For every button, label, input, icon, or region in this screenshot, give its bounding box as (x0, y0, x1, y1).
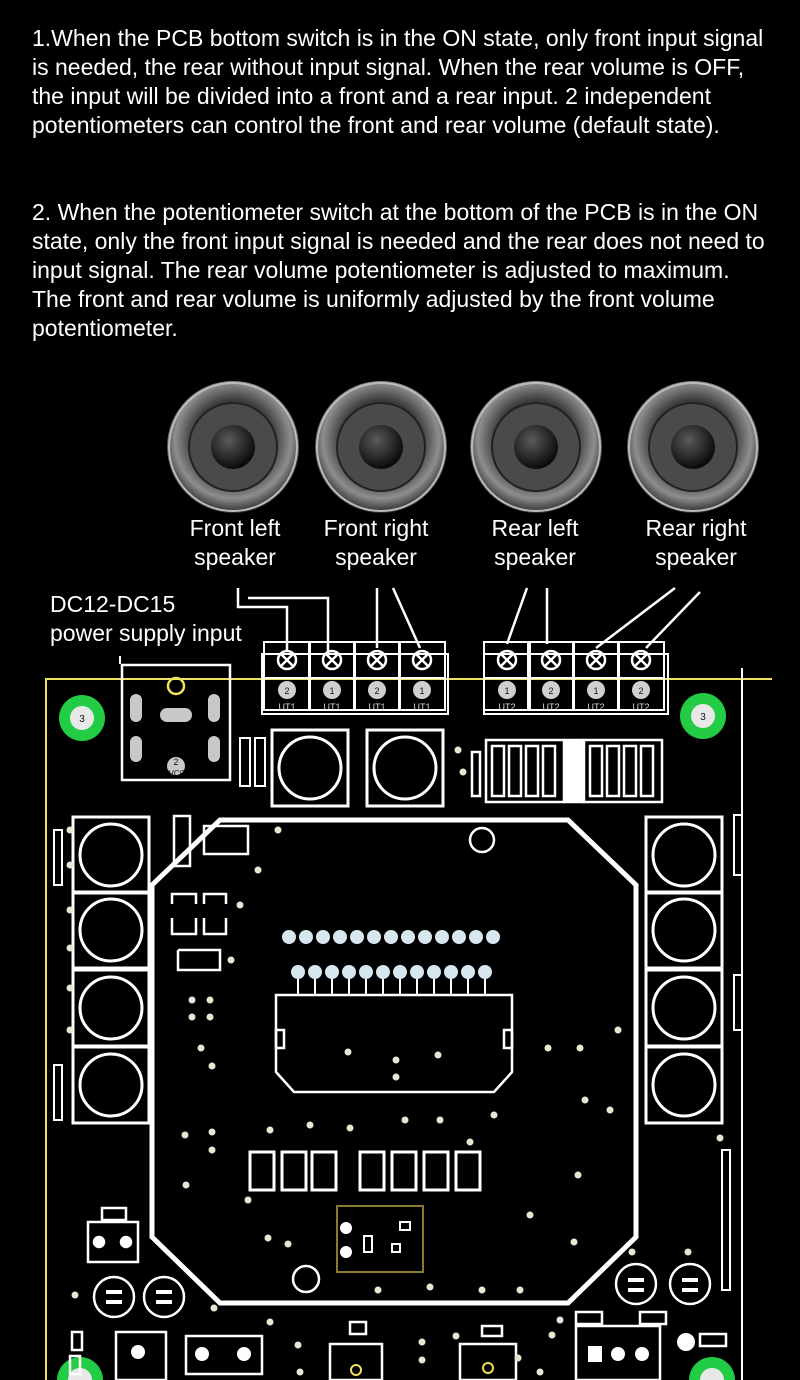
speaker-front-left-icon (166, 380, 300, 514)
via-dots (66, 746, 724, 1376)
terminal-pin-3: 2 (374, 686, 379, 696)
label-rear-right-speaker: Rear right speaker (645, 515, 747, 570)
terminal-name-2: UT1 (323, 702, 340, 712)
output-terminal-block-rear (482, 640, 669, 715)
capacitor-row-top (270, 728, 445, 808)
terminal-pin-6: 2 (548, 686, 553, 696)
power-net-label: VCC (169, 769, 186, 778)
speaker-rear-left-icon (469, 380, 603, 514)
silkscreen-segments (248, 1150, 482, 1192)
power-pin-label: 2 (173, 757, 178, 767)
volume-mode-switch (336, 1205, 424, 1273)
label-power-supply-input: DC12-DC15 power supply input (50, 591, 242, 646)
terminal-name-1: UT1 (278, 702, 295, 712)
svg-text:3: 3 (700, 712, 706, 723)
amplifier-ic-chip (274, 993, 514, 1094)
pcb-wiring-diagram: 2 1 2 1 1 2 1 2 UT1 UT1 UT1 UT1 UT2 UT2 … (45, 380, 772, 1380)
terminal-name-8: UT2 (632, 702, 649, 712)
terminal-pin-1: 2 (284, 686, 289, 696)
terminal-name-6: UT2 (542, 702, 559, 712)
terminal-pin-7: 1 (593, 686, 598, 696)
terminal-name-7: UT2 (587, 702, 604, 712)
instruction-paragraph-1: 1.When the PCB bottom switch is in the O… (32, 25, 764, 138)
power-input-connector (120, 663, 232, 782)
mounting-hole-left: 3 (59, 695, 105, 741)
dip-switch-bank (470, 738, 664, 804)
label-front-right-speaker: Front right speaker (323, 515, 429, 570)
output-terminal-block-front (261, 640, 449, 715)
svg-text:3: 3 (79, 714, 85, 725)
heatsink-outline (149, 817, 639, 1306)
label-front-left-speaker: Front left speaker (189, 515, 281, 570)
speaker-front-right-icon (314, 380, 448, 514)
terminal-name-4: UT1 (413, 702, 430, 712)
mounting-hole-right: 3 (680, 693, 726, 739)
capacitor-column-left (71, 815, 151, 1125)
speaker-wires (236, 587, 701, 652)
terminal-pin-2: 1 (329, 686, 334, 696)
label-rear-left-speaker: Rear left speaker (491, 515, 579, 570)
terminal-pin-4: 1 (419, 686, 424, 696)
terminal-pin-8: 2 (638, 686, 643, 696)
ic-pin-row (282, 930, 500, 995)
instruction-paragraph-2: 2. When the potentiometer switch at the … (32, 199, 765, 341)
terminal-pin-5: 1 (504, 686, 509, 696)
speaker-rear-right-icon (626, 380, 760, 514)
terminal-name-3: UT1 (368, 702, 385, 712)
capacitor-column-right (644, 815, 724, 1125)
terminal-name-5: UT2 (498, 702, 515, 712)
